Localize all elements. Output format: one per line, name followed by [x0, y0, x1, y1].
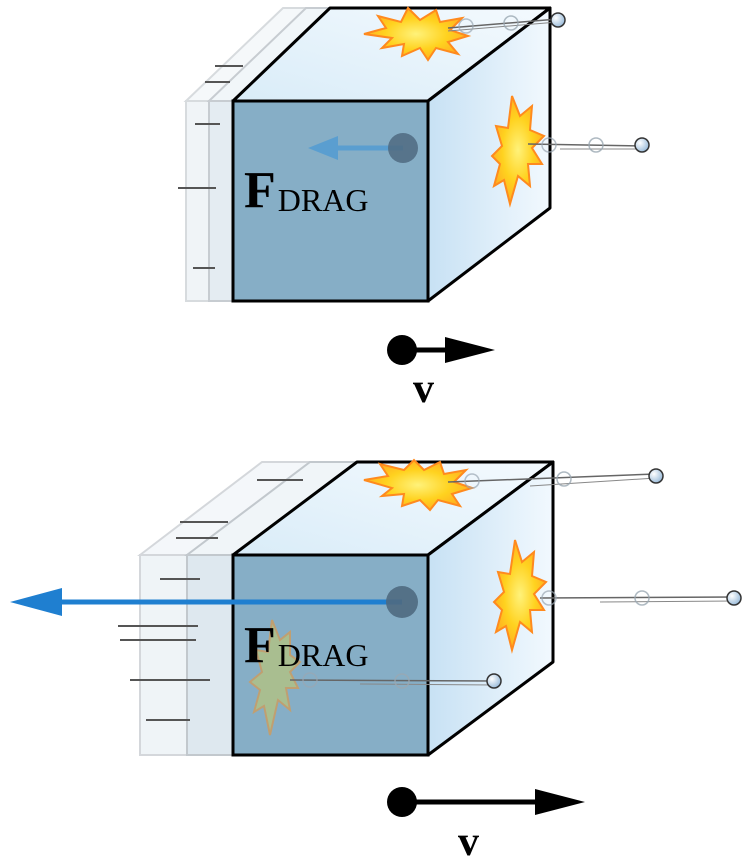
ghost-dashes	[118, 479, 303, 721]
velocity-label: v	[458, 819, 479, 859]
particle-icon	[486, 673, 502, 689]
velocity-arrow	[387, 335, 495, 365]
scene-fast: FDRAG v	[10, 458, 742, 859]
scene-slow: FDRAG v	[178, 6, 650, 412]
drag-force-arrow	[10, 586, 418, 618]
particle-trail-top	[447, 468, 664, 489]
ghost-dashes	[178, 65, 243, 269]
particle-icon	[550, 12, 566, 28]
drag-force-label: FDRAG	[244, 162, 368, 219]
particle-trail-side	[539, 590, 742, 606]
particle-icon	[648, 468, 664, 484]
particle-trail-front	[289, 672, 502, 689]
drag-symbol: F	[244, 162, 276, 219]
impact-burst-icon	[363, 6, 472, 62]
particle-trail-top	[447, 12, 566, 34]
drag-force-label: FDRAG	[244, 617, 368, 674]
drag-symbol: F	[244, 617, 276, 674]
velocity-arrow	[387, 787, 585, 817]
drag-force-arrow	[308, 133, 418, 163]
drag-subscript: DRAG	[278, 182, 369, 218]
drag-subscript: DRAG	[278, 637, 369, 673]
impact-burst-icon	[490, 95, 546, 208]
velocity-label: v	[413, 366, 434, 412]
box-front-face	[231, 99, 430, 303]
particle-icon	[726, 590, 742, 606]
impact-burst-icon	[248, 619, 302, 736]
impact-burst-icon	[492, 539, 548, 654]
particle-icon	[634, 137, 650, 153]
motion-ghosts	[137, 461, 360, 756]
particle-trail-side	[527, 137, 650, 153]
